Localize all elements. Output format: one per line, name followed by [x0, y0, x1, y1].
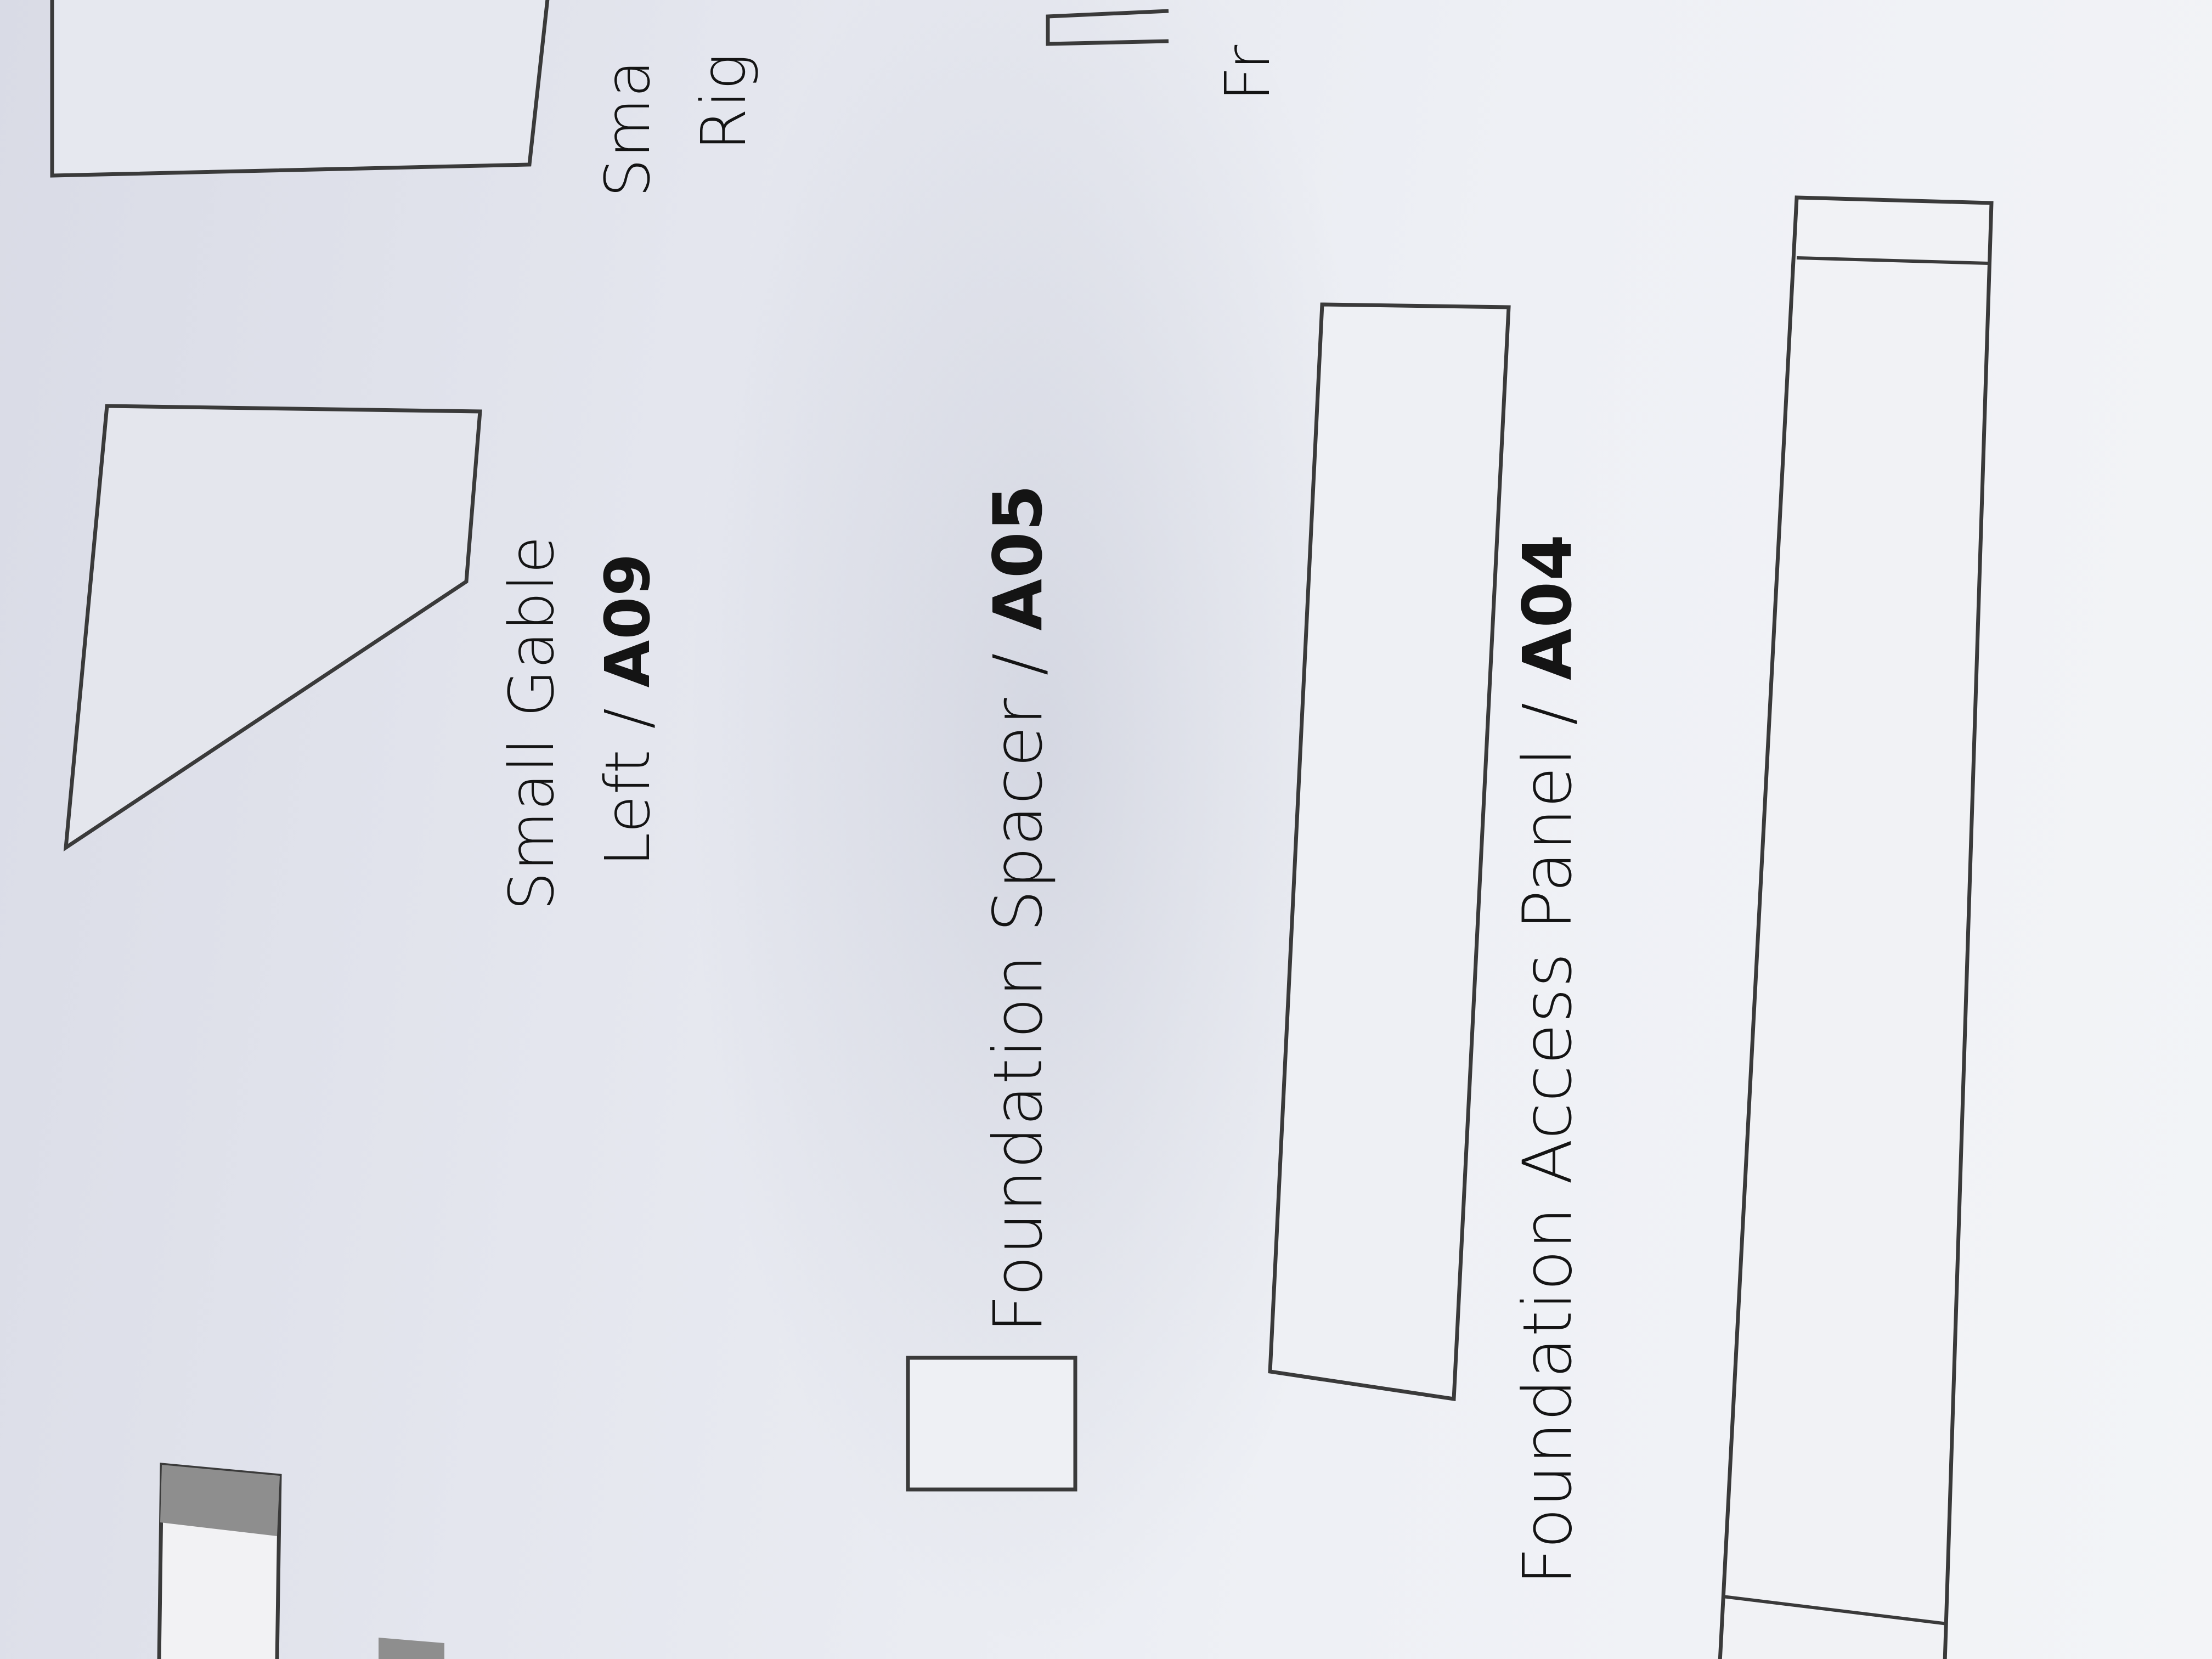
small-gable-left-shape: [63, 404, 482, 851]
foundation-access-panel-shape: [1718, 195, 1994, 1659]
separator: /: [592, 687, 664, 749]
small-gable-line2: Left / A09: [592, 553, 664, 867]
foundation-spacer-label: Foundation Spacer / A05: [979, 484, 1057, 1333]
foundation-access-panel-bottom-band: [1722, 1595, 1948, 1626]
foundation-spacer-name: Foundation Spacer: [979, 697, 1057, 1333]
foundation-spacer-shape: [1268, 302, 1511, 1402]
foundation-spacer-square: [906, 1356, 1077, 1492]
partial-square-shape: [1046, 9, 1169, 46]
part-code-a04: A04: [1509, 533, 1587, 680]
partial-panel-shape: [50, 0, 550, 178]
foundation-access-panel-label: Foundation Access Panel / A04: [1509, 533, 1587, 1585]
small-gable-name: Small Gable: [496, 535, 568, 911]
small-gable-left-text: Left: [592, 749, 664, 867]
grey-swatch: [160, 1465, 280, 1536]
part-code-a09: A09: [592, 552, 664, 688]
part-code-a05: A05: [979, 484, 1057, 631]
small-gable-label: Small Gable: [496, 535, 568, 911]
partial-label-3: Fr: [1212, 44, 1284, 101]
grey-swatch-small: [379, 1638, 444, 1659]
foundation-access-panel-top-band: [1796, 256, 1989, 265]
partial-label-2: Rig: [689, 52, 760, 151]
partial-label-1: Sma: [592, 59, 664, 198]
foundation-access-panel-name: Foundation Access Panel: [1509, 747, 1587, 1585]
